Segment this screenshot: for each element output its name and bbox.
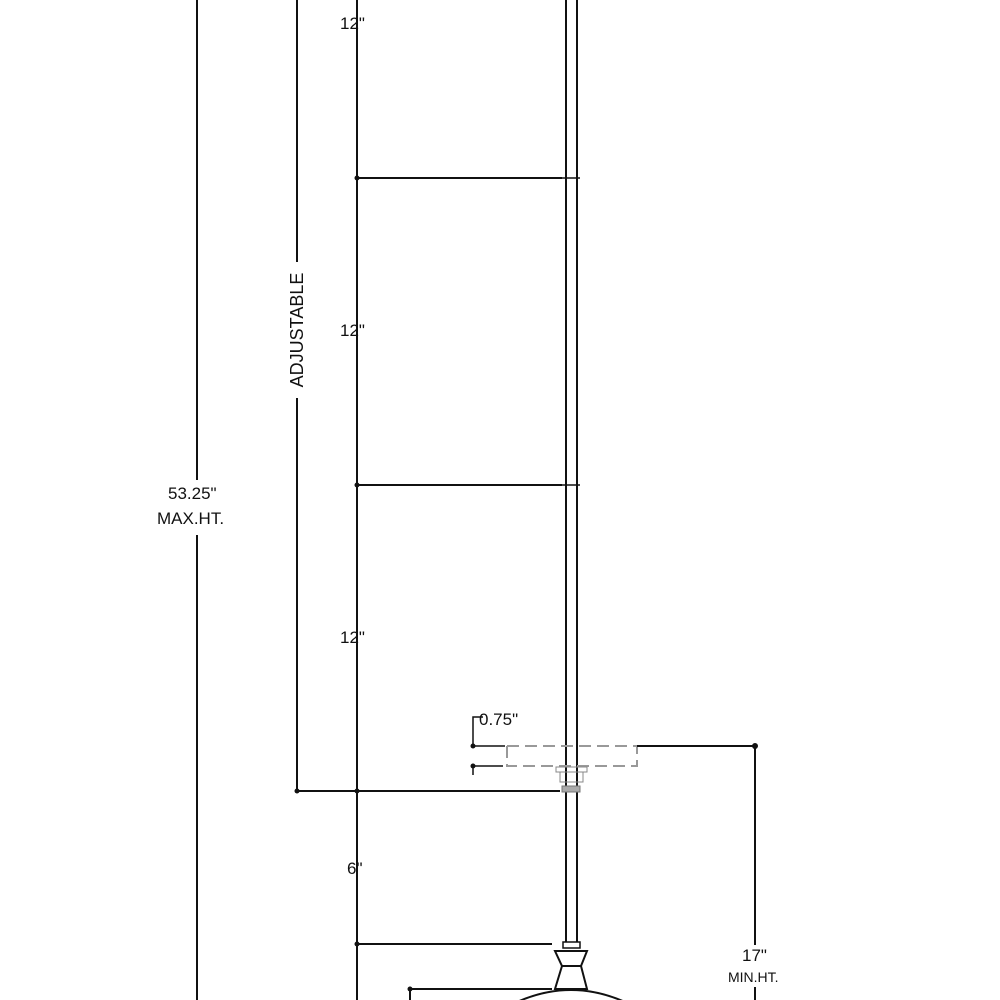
adjustable-label: ADJUSTABLE — [287, 272, 307, 388]
pendant-shade — [407, 950, 623, 1000]
min-height-value: 17" — [742, 946, 767, 965]
segment-label-3: 12" — [340, 628, 365, 647]
min-height-dimension-line — [637, 743, 758, 1000]
canopy-depth-dimension — [470, 716, 505, 775]
segment-label-4: 6" — [347, 859, 363, 878]
adjustable-dimension-line — [294, 0, 560, 794]
canopy-depth-label: 0.75" — [479, 710, 519, 729]
canopy — [506, 745, 638, 793]
max-height-label: MAX.HT. — [157, 509, 225, 528]
segment-dimension-line — [354, 0, 580, 1000]
segment-label-1: 12" — [340, 14, 365, 33]
downrod — [562, 0, 581, 949]
max-height-value: 53.25" — [168, 484, 217, 503]
segment-label-2: 12" — [340, 321, 365, 340]
min-height-label: MIN.HT. — [728, 969, 779, 985]
